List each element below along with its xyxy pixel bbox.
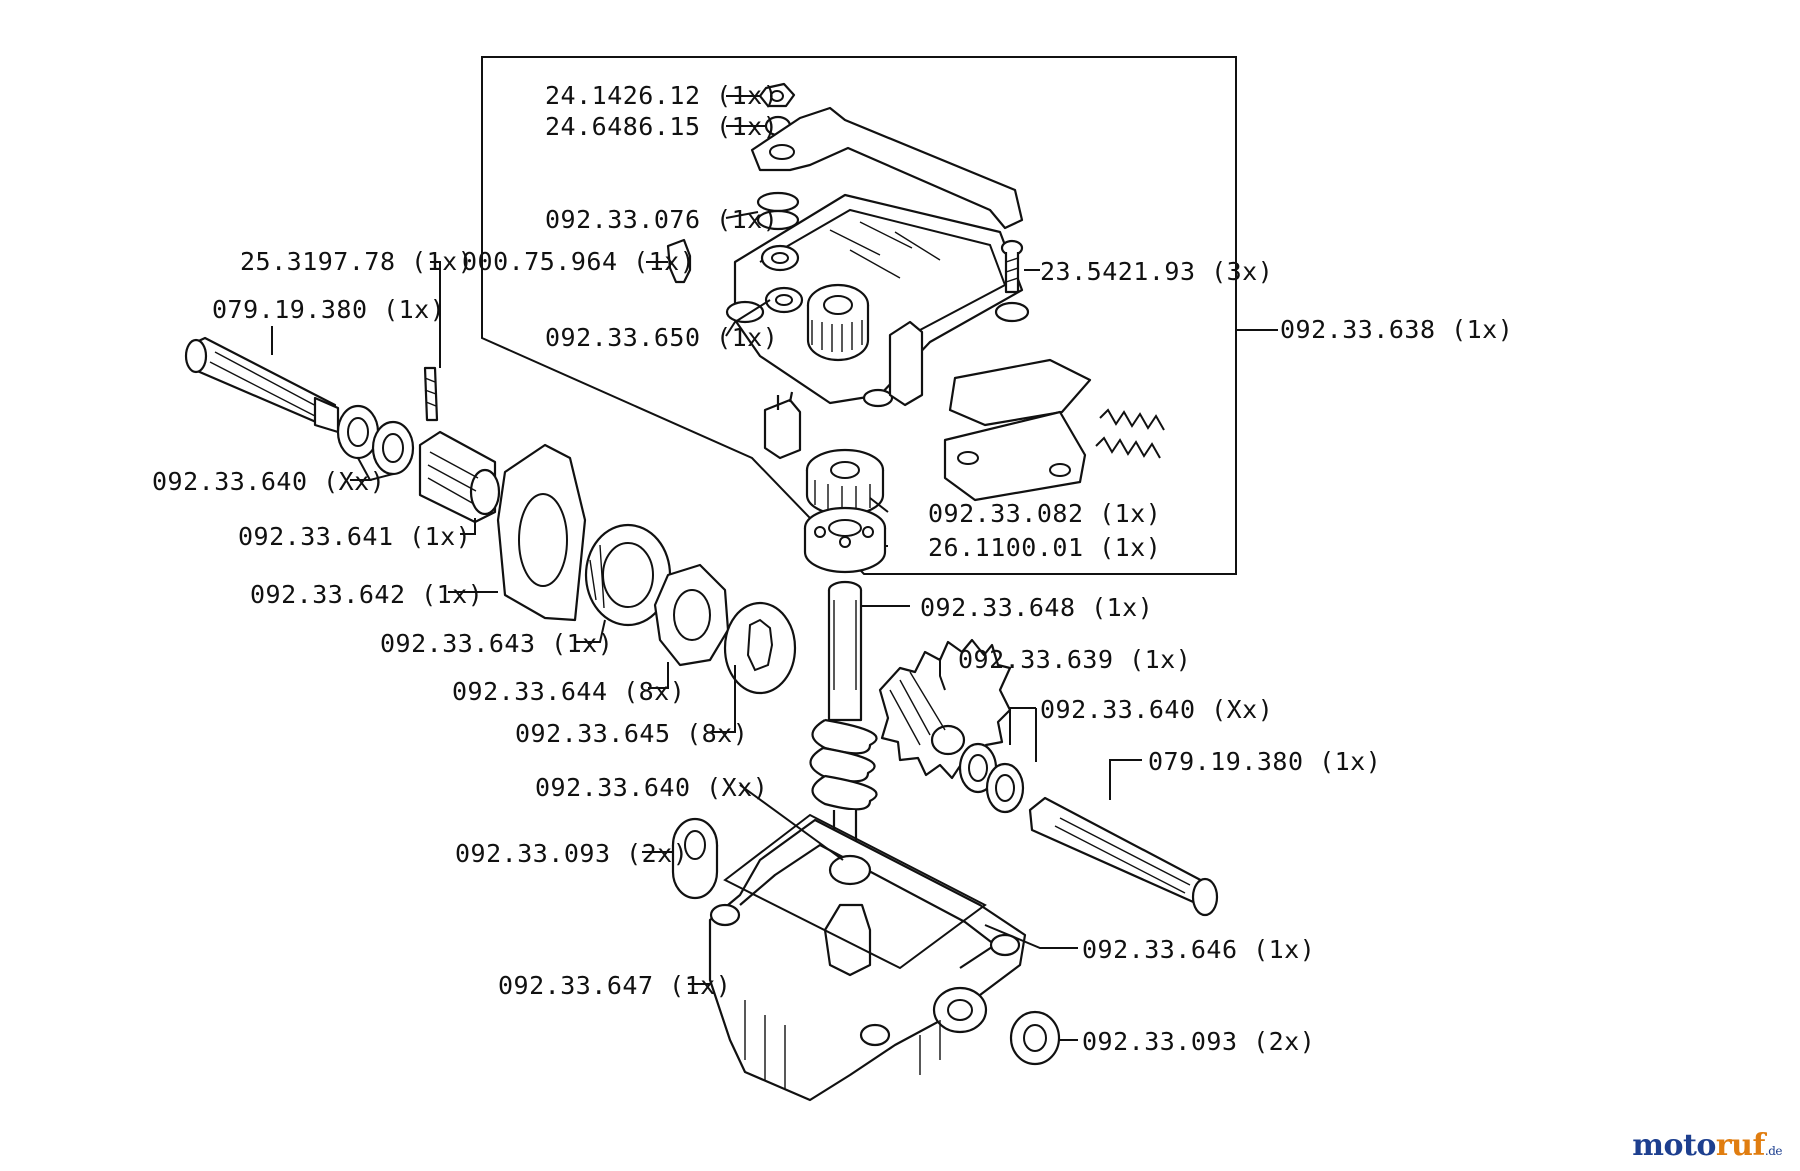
label-092-33-093-left: 092.33.093 (2x): [455, 839, 688, 868]
shaft-079-19-380-left: [184, 336, 340, 434]
worm-shaft-092-33-648: [809, 580, 878, 852]
gearbox-cover: [725, 193, 1030, 408]
label-092-33-638: 092.33.638 (1x): [1280, 315, 1513, 344]
bearing-092-33-093-right: [1009, 1010, 1061, 1066]
splined-hub-092-33-641: [418, 430, 501, 524]
pin-25-3197-78: [423, 366, 439, 422]
label-092-33-641: 092.33.641 (1x): [238, 522, 471, 551]
disc-092-33-645: [723, 601, 797, 695]
label-092-33-082: 092.33.082 (1x): [928, 499, 1161, 528]
label-092-33-647: 092.33.647 (1x): [498, 971, 731, 1000]
washer-092-33-640-left: [336, 404, 415, 476]
label-25-3197-78: 25.3197.78 (1x): [240, 247, 473, 276]
label-092-33-644: 092.33.644 (8x): [452, 677, 685, 706]
label-092-33-640-center: 092.33.640 (Xx): [535, 773, 768, 802]
cover-bearing-boss: [806, 283, 870, 362]
plug-000-75-964: [666, 238, 692, 284]
label-092-33-093-right: 092.33.093 (2x): [1082, 1027, 1315, 1056]
part-labels: 24.1426.12 (1x) 24.6486.15 (1x) 092.33.0…: [152, 81, 1513, 1056]
label-092-33-640-left: 092.33.640 (Xx): [152, 467, 385, 496]
label-092-33-640-right: 092.33.640 (Xx): [1040, 695, 1273, 724]
leader-lines: [271, 95, 1142, 1041]
detent-springs: [1095, 408, 1165, 459]
bearing-092-33-093-left: [671, 817, 719, 900]
watermark-part2: ruf: [1715, 1128, 1766, 1163]
label-079-19-380-right: 079.19.380 (1x): [1148, 747, 1381, 776]
label-092-33-646: 092.33.646 (1x): [1082, 935, 1315, 964]
label-079-19-380-left: 079.19.380 (1x): [212, 295, 445, 324]
watermark-part3: .de: [1764, 1144, 1783, 1158]
shaft-079-19-380-right: [1028, 796, 1219, 917]
watermark-part1: moto: [1632, 1128, 1716, 1163]
label-23-5421-93: 23.5421.93 (3x): [1040, 257, 1273, 286]
plate-092-33-642: [496, 443, 587, 622]
subassembly-frame: [481, 56, 1237, 575]
shift-lever: [750, 106, 1024, 230]
label-092-33-643: 092.33.643 (1x): [380, 629, 613, 658]
screw-23-5421-93: [1000, 239, 1024, 294]
label-24-6486-15: 24.6486.15 (1x): [545, 112, 778, 141]
label-26-1100-01: 26.1100.01 (1x): [928, 533, 1161, 562]
label-092-33-648: 092.33.648 (1x): [920, 593, 1153, 622]
label-092-33-639: 092.33.639 (1x): [958, 645, 1191, 674]
gearbox-housing-092-33-647: [708, 818, 1027, 1102]
detent-bracket: [943, 358, 1092, 502]
label-24-1426-12: 24.1426.12 (1x): [545, 81, 778, 110]
o-ring-092-33-076: [756, 191, 800, 231]
lock-pin: [763, 391, 802, 460]
label-092-33-645: 092.33.645 (8x): [515, 719, 748, 748]
label-092-33-650: 092.33.650 (1x): [545, 323, 778, 352]
bearing-26-1100-01: [803, 506, 887, 574]
bearing-092-33-650: [760, 244, 804, 314]
disc-092-33-644: [653, 563, 730, 667]
label-092-33-076: 092.33.076 (1x): [545, 205, 778, 234]
motoruf-watermark: motoruf.de: [1632, 1128, 1782, 1163]
washer-092-33-640-right: [958, 742, 1025, 814]
gasket-092-33-646: [723, 813, 987, 970]
label-092-33-642: 092.33.642 (1x): [250, 580, 483, 609]
label-000-75-964: 000.75.964 (1x): [462, 247, 695, 276]
gear-092-33-082: [805, 448, 885, 517]
